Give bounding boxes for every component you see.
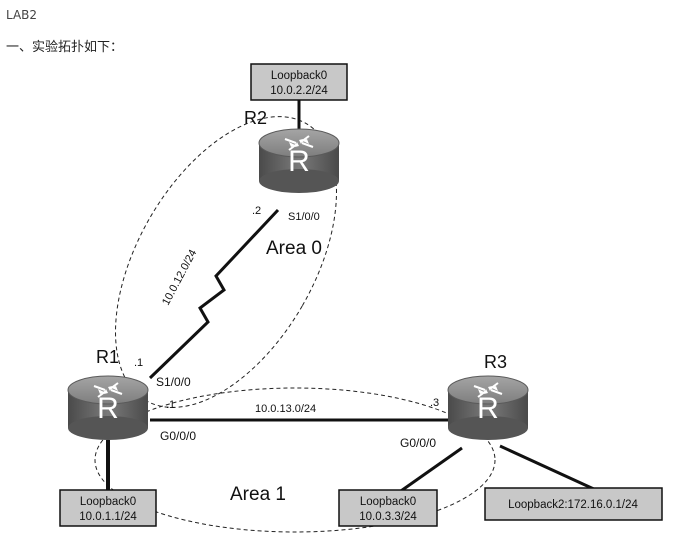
r3-ethernet-interface-label: G0/0/0 bbox=[400, 436, 436, 450]
router-r3-glyph: R bbox=[477, 392, 499, 425]
r3-loopback0-box: Loopback0 10.0.3.3/24 bbox=[338, 489, 438, 527]
r1-serial-interface-label: S1/0/0 bbox=[156, 375, 191, 389]
router-r1-label: R1 bbox=[96, 347, 119, 367]
r1-loopback0-name: Loopback0 bbox=[80, 496, 136, 508]
router-r1-icon: R bbox=[67, 375, 149, 441]
router-r2-label: R2 bbox=[244, 108, 267, 128]
area1-boundary bbox=[94, 387, 496, 533]
r2-serial-interface-label: S1/0/0 bbox=[288, 211, 320, 223]
r2-loopback0-box: Loopback0 10.0.2.2/24 bbox=[250, 63, 348, 101]
r3-loopback2-box: Loopback2:172.16.0.1/24 bbox=[484, 487, 663, 521]
r1-loopback0-address: 10.0.1.1/24 bbox=[79, 511, 137, 523]
router-r3-icon: R bbox=[447, 375, 529, 441]
router-r3-label: R3 bbox=[484, 352, 507, 372]
r3-ethernet-host-label: .3 bbox=[430, 397, 439, 409]
area1-label: Area 1 bbox=[230, 484, 286, 505]
serial-network-label: 10.0.12.0/24 bbox=[160, 248, 199, 308]
router-r2-glyph: R bbox=[288, 145, 310, 178]
document-title: LAB2 bbox=[6, 8, 38, 22]
r3-loopback0-link bbox=[397, 446, 463, 495]
r2-loopback0-address: 10.0.2.2/24 bbox=[270, 85, 328, 97]
r1-serial-host-label: .1 bbox=[134, 357, 143, 369]
ethernet-network-label: 10.0.13.0/24 bbox=[255, 403, 316, 415]
r3-loopback2-link bbox=[499, 444, 597, 492]
r1-loopback0-box: Loopback0 10.0.1.1/24 bbox=[59, 489, 157, 527]
area0-label: Area 0 bbox=[266, 238, 322, 259]
r3-loopback0-address: 10.0.3.3/24 bbox=[359, 511, 417, 523]
r3-loopback2-label: Loopback2:172.16.0.1/24 bbox=[508, 499, 638, 511]
r1-ethernet-interface-label: G0/0/0 bbox=[160, 429, 196, 443]
r1-ethernet-host-label: .1 bbox=[166, 399, 175, 411]
r2-loopback0-name: Loopback0 bbox=[271, 70, 327, 82]
router-r1-glyph: R bbox=[97, 392, 119, 425]
r2-serial-host-label: .2 bbox=[252, 205, 261, 217]
r3-loopback0-name: Loopback0 bbox=[360, 496, 416, 508]
router-r2-icon: R bbox=[258, 128, 340, 194]
serial-link bbox=[148, 208, 280, 380]
section-heading: 一、实验拓扑如下： bbox=[6, 40, 124, 55]
